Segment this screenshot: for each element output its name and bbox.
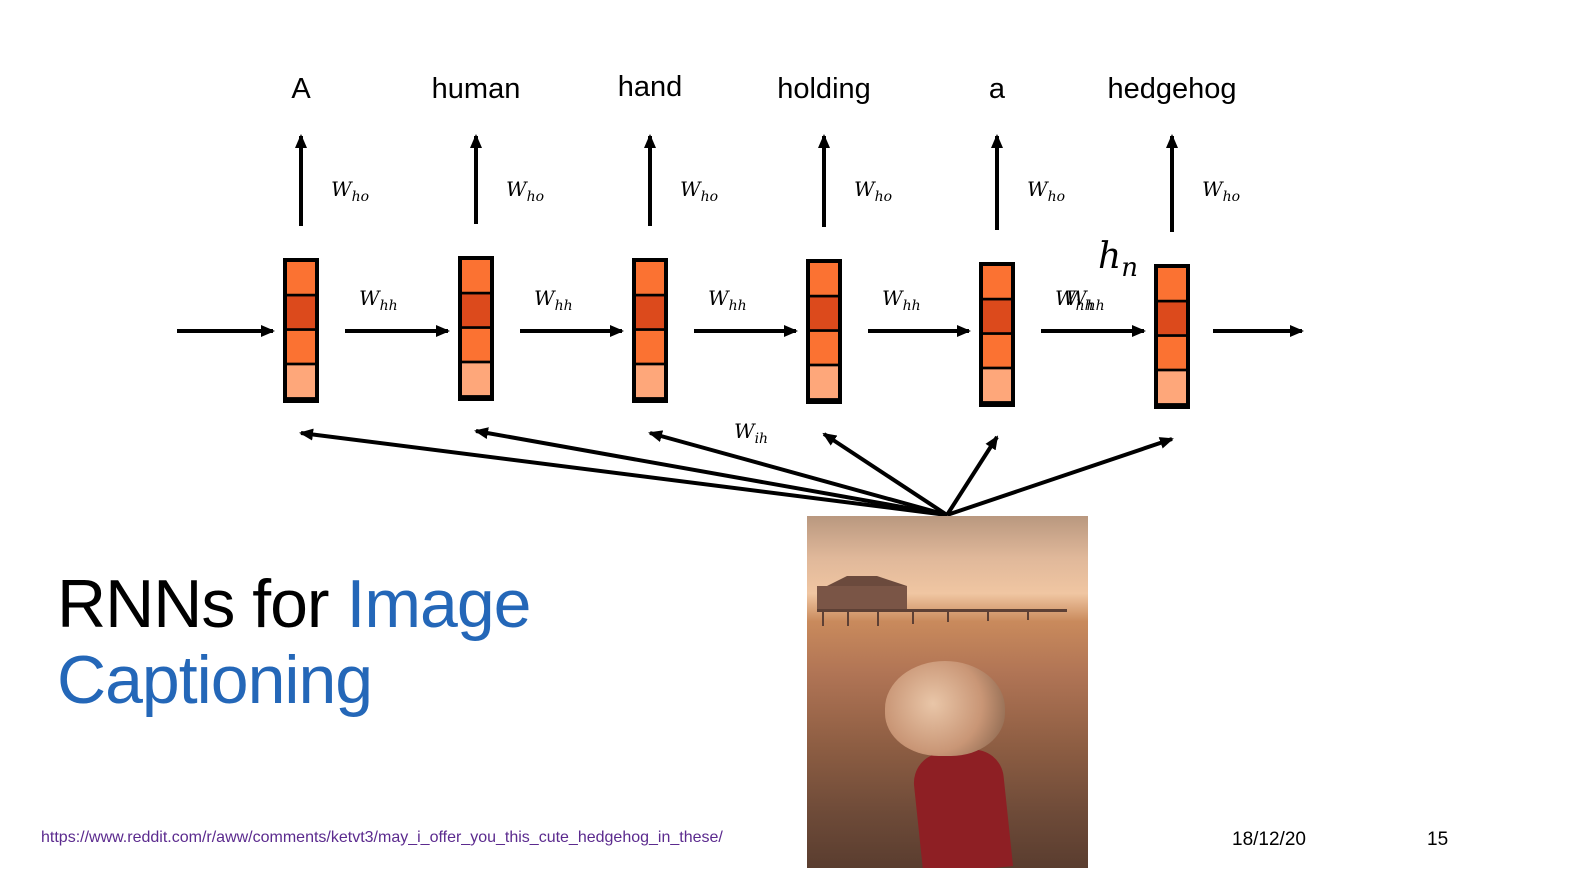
w-ho-label: Who — [506, 177, 544, 205]
hidden-unit — [462, 363, 490, 396]
h-n-label: hn — [1098, 236, 1138, 283]
hidden-unit — [983, 369, 1011, 402]
input-arrow — [648, 430, 948, 517]
page-number: 15 — [1427, 829, 1449, 850]
hedgehog-photo — [807, 516, 1088, 868]
hidden-unit — [983, 300, 1011, 333]
w-hh-label: Whh — [1066, 286, 1105, 314]
hidden-unit — [462, 294, 490, 327]
sleeve — [910, 746, 1014, 868]
w-hh-label: Whh — [359, 286, 398, 314]
pier-silhouette — [817, 576, 1067, 626]
hidden-unit — [983, 334, 1011, 367]
w-ho-label: Who — [1027, 177, 1065, 205]
hidden-unit — [983, 266, 1011, 298]
hidden-unit — [287, 365, 315, 398]
title-highlight-line2: Captioning — [57, 642, 373, 718]
slide-title: RNNs for Image Captioning — [57, 566, 531, 718]
hidden-unit — [636, 365, 664, 398]
hidden-unit — [1158, 302, 1186, 335]
output-word: A — [291, 73, 311, 105]
input-arrow — [822, 432, 949, 517]
hidden-unit — [636, 330, 664, 363]
w-hh-label: Whh — [708, 286, 747, 314]
output-word: human — [432, 73, 521, 105]
output-word: holding — [777, 73, 871, 105]
hidden-unit — [636, 262, 664, 294]
hidden-unit — [1158, 268, 1186, 300]
hidden-unit — [1158, 371, 1186, 404]
hidden-unit — [462, 260, 490, 292]
input-arrow — [299, 428, 948, 517]
hidden-unit — [287, 330, 315, 363]
hidden-unit — [1158, 336, 1186, 369]
w-ho-label: Who — [331, 177, 369, 205]
source-link[interactable]: https://www.reddit.com/r/aww/comments/ke… — [41, 829, 723, 846]
slide-date: 18/12/20 — [1232, 829, 1306, 850]
hidden-unit — [462, 328, 490, 361]
output-word: a — [989, 73, 1006, 105]
hedgehog — [885, 661, 1005, 756]
w-ih-label: Wih — [734, 419, 768, 447]
title-part1: RNNs for — [57, 566, 347, 642]
output-word: hedgehog — [1107, 73, 1236, 105]
w-ho-label: Who — [1202, 177, 1240, 205]
input-arrow — [474, 427, 948, 517]
input-arrow — [946, 437, 1174, 517]
output-word: hand — [618, 71, 683, 103]
hidden-unit — [287, 262, 315, 294]
w-hh-label: Whh — [534, 286, 573, 314]
hidden-unit — [810, 366, 838, 399]
w-ho-label: Who — [854, 177, 892, 205]
w-hh-label: Whh — [882, 286, 921, 314]
w-ho-label: Who — [680, 177, 718, 205]
w-hh-label: Whh — [1055, 286, 1094, 314]
hidden-unit — [636, 296, 664, 329]
hidden-unit — [810, 331, 838, 364]
hidden-unit — [810, 297, 838, 330]
hidden-unit — [810, 263, 838, 295]
hidden-unit — [287, 296, 315, 329]
title-highlight-line1: Image — [346, 566, 531, 642]
input-arrow — [945, 435, 999, 517]
